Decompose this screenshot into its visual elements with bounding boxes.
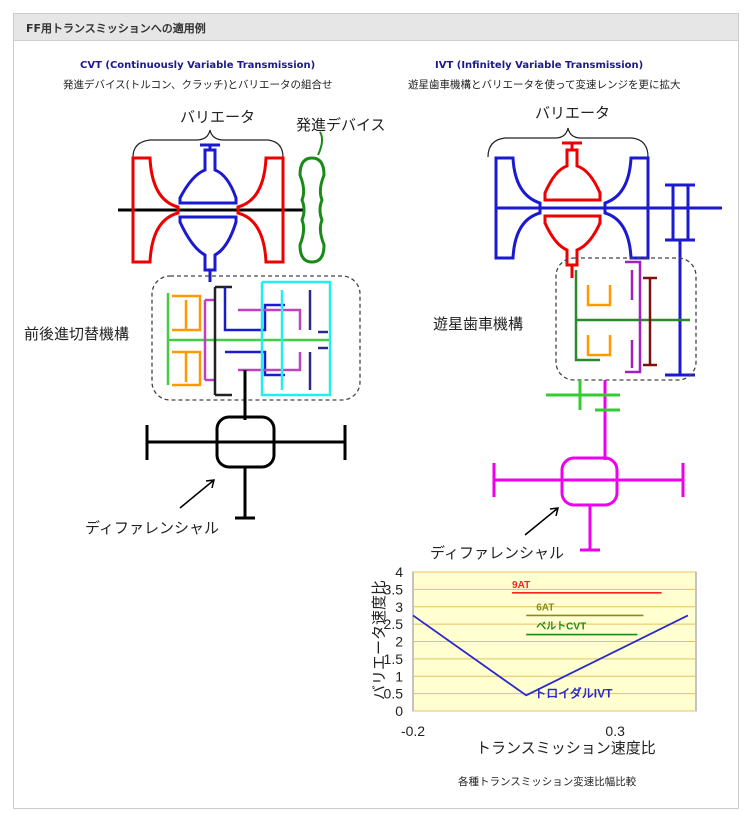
x-tick-label: 0.3	[605, 723, 625, 739]
x-tick-label: -0.2	[401, 723, 425, 739]
series-label: トロイダルIVT	[534, 685, 613, 700]
planetary-box	[555, 257, 697, 381]
start-device-label: 発進デバイス	[296, 116, 386, 134]
start-device-pointer	[317, 131, 324, 156]
planetary-gears	[574, 260, 690, 374]
panel-header: FF用トランスミッションへの適用例	[14, 14, 738, 41]
ivt-variator-label: バリエータ	[535, 104, 611, 122]
start-device	[298, 156, 326, 264]
ivt-right-disc	[603, 156, 650, 260]
y-tick-label: 0	[395, 703, 403, 719]
y-tick-label: 4	[395, 564, 403, 580]
cvt-diff-label: ディファレンシャル	[85, 519, 219, 537]
y-tick-label: 1.5	[384, 651, 404, 667]
left-outer-disc	[131, 156, 180, 264]
y-tick-label: 0.5	[384, 686, 404, 702]
series-line	[412, 614, 689, 697]
series-label: 9AT	[512, 580, 530, 591]
fwd-rev-box	[151, 275, 361, 401]
chart-grid: 00.5 11.52 2.53 3.54 -0.2 0.3	[384, 564, 696, 739]
cvt-variator-label: バリエータ	[180, 108, 256, 126]
chart-xlabel: トランスミッション速度比	[476, 739, 656, 757]
panel-title: FF用トランスミッションへの適用例	[26, 22, 206, 35]
ivt-variator-brace	[487, 127, 649, 158]
fwd-rev-gears	[166, 280, 332, 397]
chart-caption: 各種トランスミッション変速比幅比較	[458, 776, 637, 788]
upper-inner-disc	[178, 148, 238, 205]
chart-ylabel: バリエータ速度比	[370, 579, 388, 700]
ivt-upper-inner	[543, 148, 602, 202]
series-label: ベルトCVT	[536, 621, 586, 633]
lower-inner-disc	[178, 215, 238, 272]
cvt-diff-arrow	[179, 479, 215, 509]
cvt-caption: 発進デバイス(トルコン、クラッチ)とバリエータの組合せ	[63, 79, 333, 91]
variator-brace	[132, 129, 284, 158]
cvt-subtitle: CVT (Continuously Variable Transmission)	[80, 60, 316, 71]
ivt-subtitle: IVT (Infinitely Variable Transmission)	[435, 60, 644, 71]
ivt-caption: 遊星歯車機構とバリエータを使って変速レンジを更に拡大	[408, 79, 681, 91]
planetary-label: 遊星歯車機構	[433, 315, 524, 333]
y-tick-label: 1	[395, 668, 403, 684]
series-label: 6AT	[536, 602, 554, 613]
ivt-lower-inner	[543, 214, 602, 267]
y-tick-label: 3.5	[384, 581, 404, 597]
fwd-rev-label: 前後進切替機構	[24, 325, 130, 343]
y-tick-label: 2.5	[384, 616, 404, 632]
ivt-left-disc	[494, 156, 542, 260]
y-tick-label: 3	[395, 599, 403, 615]
chart-series: 9AT 6AT ベルトCVT トロイダルIVT	[412, 580, 689, 700]
y-tick-label: 2	[395, 634, 403, 650]
ivt-diff-label: ディファレンシャル	[430, 544, 564, 562]
right-outer-disc	[236, 156, 285, 264]
ivt-diff-arrow	[524, 507, 559, 536]
